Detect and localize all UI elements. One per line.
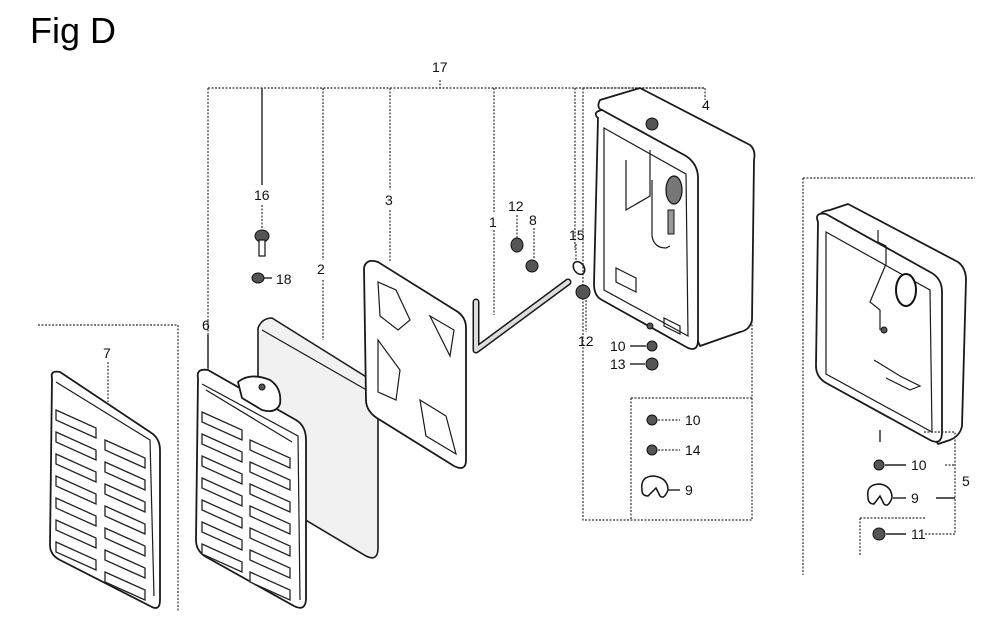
callout-8: 8	[529, 212, 537, 228]
grille-slat	[55, 540, 97, 572]
grille-slat	[249, 548, 291, 580]
grille-slat	[201, 410, 243, 442]
grille-cover-part	[195, 368, 307, 609]
callout-16: 16	[254, 187, 270, 203]
grille-slat	[201, 476, 243, 508]
grille-slat	[104, 526, 146, 558]
grille-slat	[201, 520, 243, 552]
callout-15: 15	[569, 227, 585, 243]
callout-4: 4	[702, 97, 710, 113]
callout-14: 14	[685, 442, 701, 458]
figure-title: Fig D	[30, 10, 117, 51]
bolt-16-part	[254, 229, 270, 257]
grille-slat	[104, 504, 146, 536]
grille-slat	[55, 408, 97, 440]
grille-slat	[249, 526, 291, 558]
gasket-part	[363, 259, 467, 469]
washer-10-right	[873, 459, 885, 471]
washer-14-part	[646, 444, 658, 456]
grille-slat	[201, 432, 243, 464]
callout-9-sub: 9	[685, 482, 693, 498]
callout-1: 1	[489, 214, 497, 230]
nut-12-upper	[510, 237, 524, 253]
grille-slat	[201, 454, 243, 486]
washer-10-sub	[646, 414, 658, 426]
grille-slat	[55, 496, 97, 528]
callout-13: 13	[610, 356, 626, 372]
grille-outer-part	[38, 324, 179, 612]
callout-6: 6	[202, 317, 210, 333]
callout-18: 18	[276, 271, 292, 287]
case-group-outline	[582, 87, 753, 521]
grille-slat	[104, 570, 146, 602]
callout-17: 17	[432, 59, 448, 75]
nut-11-part	[872, 527, 886, 541]
air-cleaner-case-part	[593, 87, 756, 350]
callout-10-upper: 10	[610, 338, 626, 354]
grille-slat	[55, 474, 97, 506]
nut-13-part	[645, 357, 659, 371]
nut-12-lower	[575, 284, 591, 300]
grille-slat	[55, 518, 97, 550]
grille-slat	[249, 460, 291, 492]
grille-slat	[104, 548, 146, 580]
callout-5: 5	[962, 473, 970, 489]
callout-9-right: 9	[911, 490, 919, 506]
grille-slat	[249, 482, 291, 514]
clamp-9-sub	[641, 475, 669, 498]
grille-slat	[201, 542, 243, 574]
callout-2: 2	[317, 261, 325, 277]
callout-12-upper: 12	[508, 198, 524, 214]
callout-11: 11	[911, 526, 926, 542]
breather-tube-part	[472, 278, 572, 354]
washer-10-upper	[646, 340, 658, 352]
grommet-8-part	[525, 259, 539, 273]
air-cleaner-case-alt-part	[815, 203, 967, 445]
grille-slat	[55, 430, 97, 462]
grille-slat	[55, 452, 97, 484]
callout-7: 7	[103, 345, 111, 361]
washer-18-part	[251, 272, 272, 284]
case-5-group-outline	[802, 177, 975, 575]
grille-slat	[104, 438, 146, 470]
grille-slat	[104, 460, 146, 492]
grille-slat	[201, 498, 243, 530]
grille-slat	[249, 504, 291, 536]
hardware-subgroup-outline	[630, 397, 752, 520]
callout-10-sub: 10	[685, 412, 701, 428]
callout-12-lower: 12	[578, 333, 594, 349]
callout-10-right: 10	[911, 457, 927, 473]
grille-slat	[249, 438, 291, 470]
callout-3: 3	[385, 192, 393, 208]
grille-slat	[104, 482, 146, 514]
clip-15-part	[572, 260, 586, 276]
clamp-9-right	[867, 483, 893, 506]
bracket-5	[924, 431, 956, 535]
grille-slat	[249, 570, 291, 602]
